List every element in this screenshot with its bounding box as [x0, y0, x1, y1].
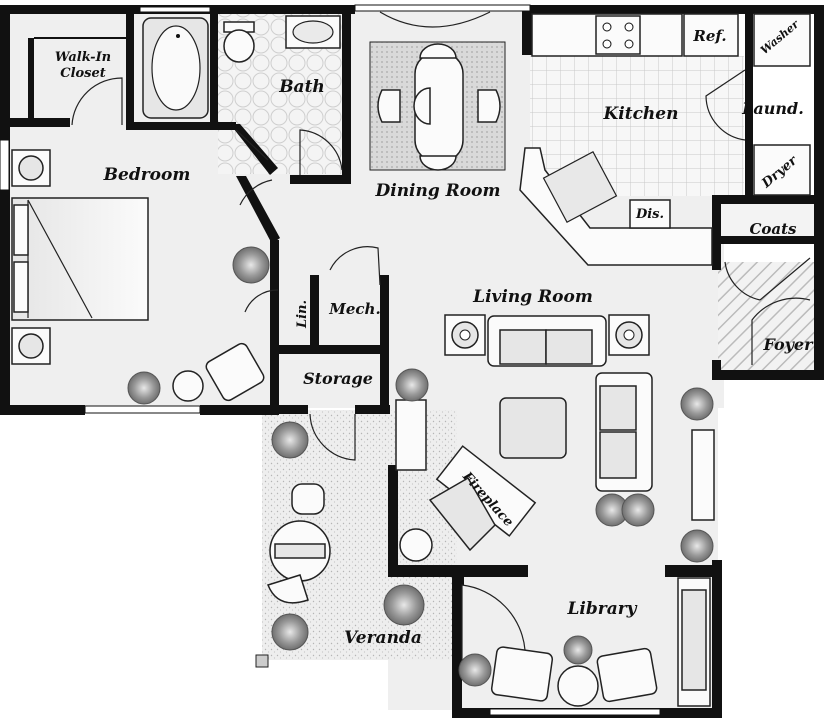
dishwasher [629, 199, 671, 229]
label-dishwasher: Dis. [635, 207, 664, 222]
bedroom-armchair [205, 342, 265, 402]
stove [595, 15, 641, 55]
bath-fixtures [142, 15, 343, 175]
label-bath: Bath [278, 77, 325, 97]
label-laundry: Laund. [741, 99, 804, 118]
bedroom-furniture [11, 77, 273, 405]
label-kitchen: Kitchen [603, 104, 679, 124]
refrigerator [683, 13, 739, 57]
label-coats: Coats [749, 220, 797, 238]
label-dining-room: Dining Room [375, 181, 501, 201]
dining-set [377, 11, 501, 171]
kitchen-island [519, 147, 713, 266]
dryer [753, 144, 811, 196]
windows [0, 4, 661, 716]
toilet-bowl [223, 29, 255, 63]
coats-closet [721, 204, 814, 365]
console-right [691, 429, 715, 521]
label-veranda: Veranda [344, 628, 422, 648]
label-living-room: Living Room [472, 287, 593, 307]
label-mechanical: Mech. [328, 300, 380, 318]
label-refrigerator: Ref. [692, 27, 726, 45]
label-linen: Lin. [295, 300, 310, 329]
bath-sink [292, 20, 334, 44]
label-library: Library [566, 599, 637, 619]
label-bedroom: Bedroom [103, 165, 191, 185]
label-storage: Storage [303, 369, 373, 388]
label-foyer: Foyer [762, 335, 814, 354]
veranda-furniture [255, 421, 425, 668]
label-walk-in-closet-2: Closet [60, 66, 106, 81]
coffee-table [499, 397, 567, 459]
library-chair-right [596, 647, 658, 703]
library-furniture [458, 577, 711, 707]
console-left [395, 399, 427, 471]
kitchen-fixtures [519, 13, 811, 266]
utility-doors [244, 246, 381, 461]
diagonal-walls [230, 124, 280, 244]
living-room-furniture [395, 314, 715, 563]
washer [753, 13, 811, 67]
label-walk-in-closet-1: Walk-In [55, 50, 111, 65]
bed [11, 197, 149, 321]
kitchen-sink [542, 150, 618, 224]
foyer-floor [718, 262, 818, 370]
fireplace [399, 445, 537, 562]
library-chair-left [490, 646, 554, 702]
